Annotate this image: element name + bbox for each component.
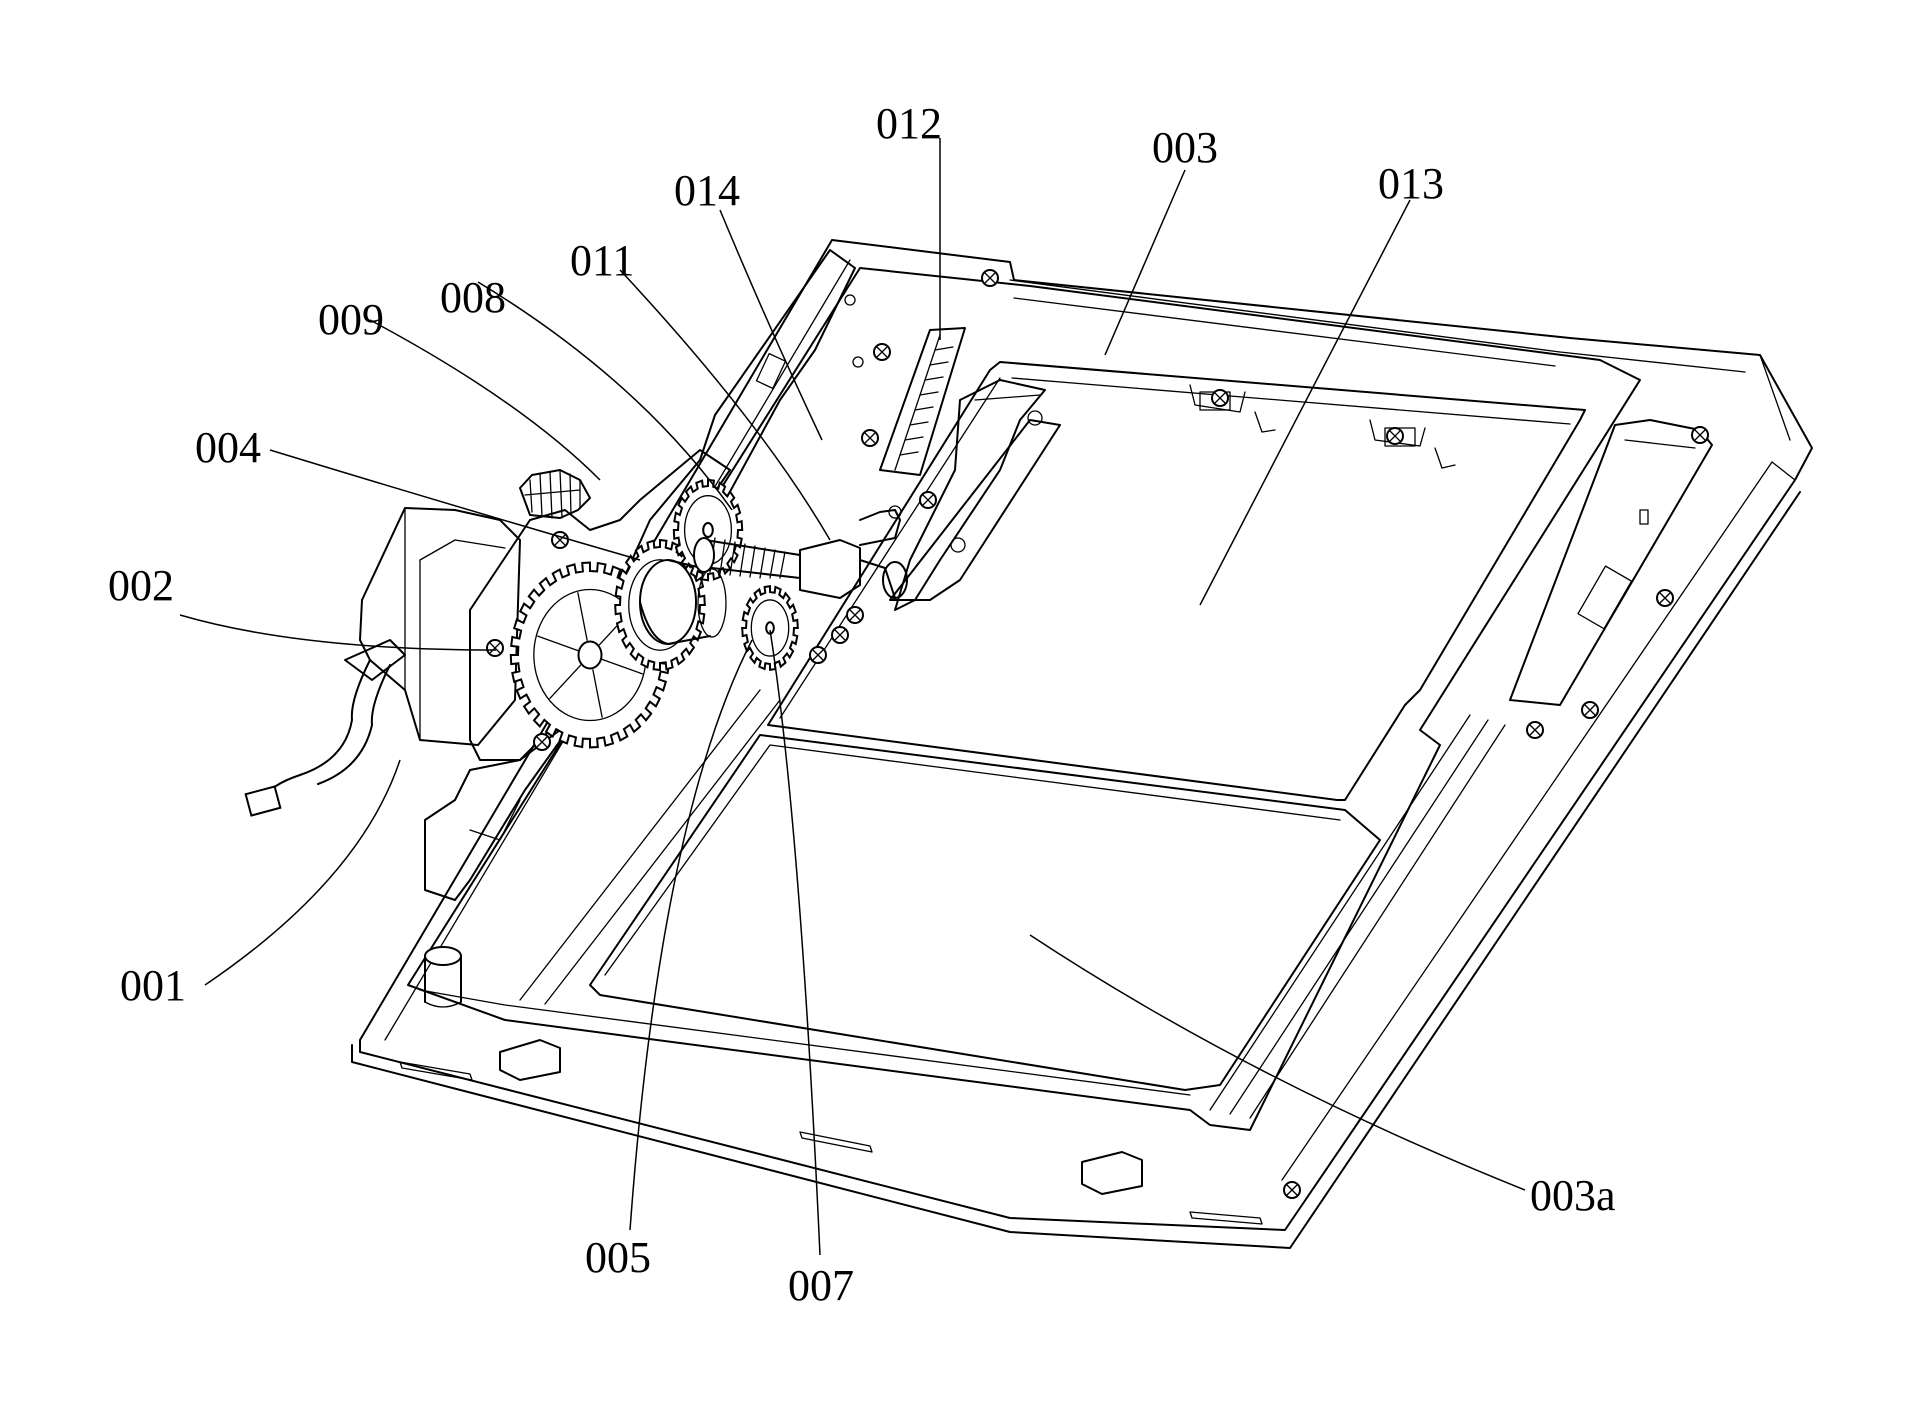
leader-005: [630, 640, 752, 1230]
label-004: 004: [195, 423, 261, 472]
leader-002: [180, 615, 496, 650]
label-007: 007: [788, 1261, 854, 1310]
label-011: 011: [570, 236, 634, 285]
label-001: 001: [120, 961, 186, 1010]
screws: [487, 270, 1708, 1198]
leader-013: [1200, 200, 1410, 605]
leader-003: [1105, 170, 1185, 355]
label-003: 003: [1152, 123, 1218, 172]
label-008: 008: [440, 273, 506, 322]
leader-001: [205, 760, 400, 985]
label-003a: 003a: [1530, 1171, 1616, 1220]
label-014: 014: [674, 166, 740, 215]
label-009: 009: [318, 295, 384, 344]
leader-007: [770, 630, 820, 1255]
leader-004: [270, 450, 640, 560]
motor: [246, 508, 520, 816]
label-005: 005: [585, 1233, 651, 1282]
small-gear: [742, 586, 798, 670]
leader-003a: [1030, 935, 1525, 1190]
label-013: 013: [1378, 159, 1444, 208]
leader-009: [370, 320, 600, 480]
rack: [880, 328, 1060, 610]
label-012: 012: [876, 99, 942, 148]
reference-labels: 001 002 003 003a 004 005 007 008 009 011…: [108, 99, 1616, 1310]
label-002: 002: [108, 561, 174, 610]
gear-big-hub: [578, 642, 601, 669]
gear-up-hub: [703, 523, 713, 537]
knob: [520, 470, 590, 518]
